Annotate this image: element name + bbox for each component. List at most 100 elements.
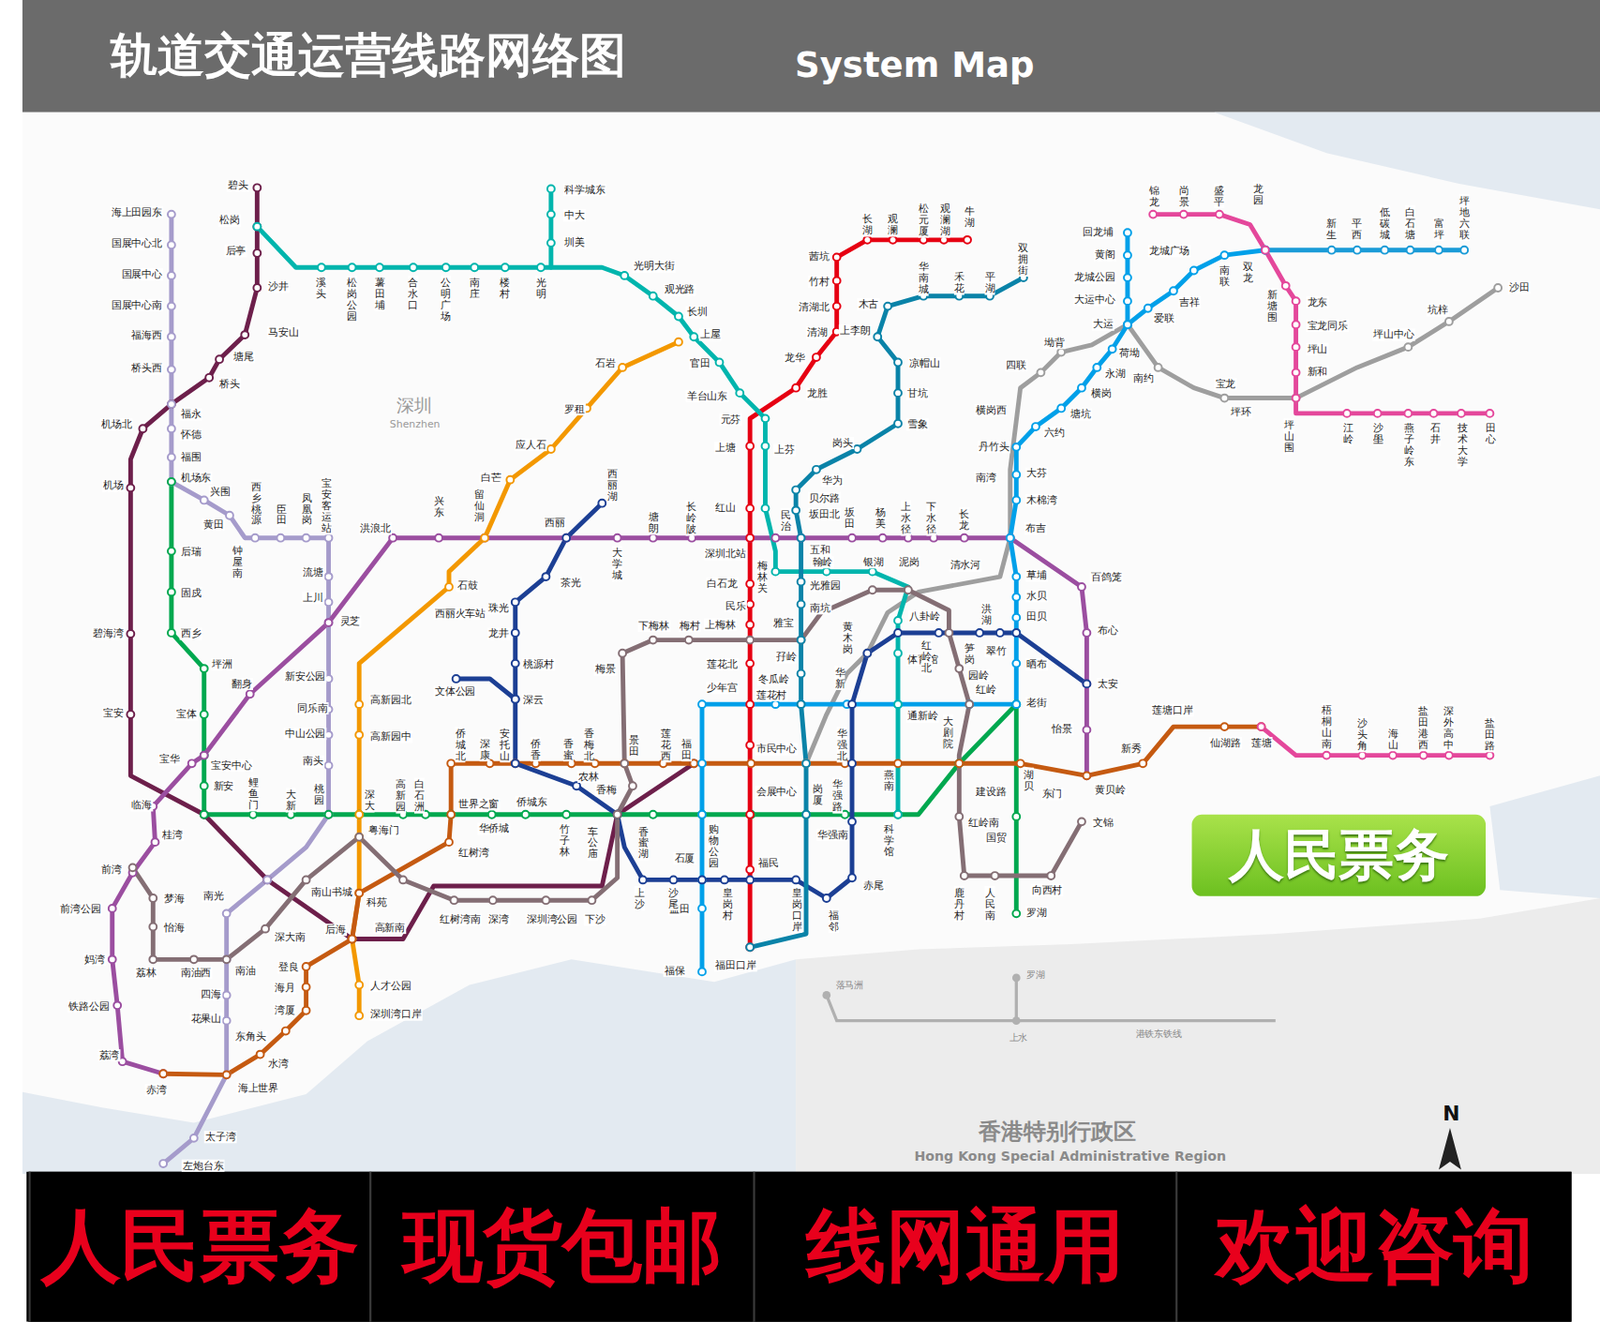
station-name: 莲花北 xyxy=(705,657,739,671)
station-dot xyxy=(1012,613,1020,622)
station-name: 深圳湾公园 xyxy=(525,912,580,926)
station-name: 南光 xyxy=(202,889,225,902)
station-dot xyxy=(240,330,249,339)
station-dot xyxy=(1486,409,1495,418)
station-name: 红树湾 xyxy=(457,847,491,860)
station-dot xyxy=(863,236,871,244)
station-dot xyxy=(1190,267,1198,275)
station-name: 深湾 xyxy=(487,912,510,926)
station-dot xyxy=(792,506,800,514)
station-dot xyxy=(1343,409,1351,418)
station-dot xyxy=(126,710,135,718)
station-dot xyxy=(537,263,545,271)
station-name: 仙湖路 xyxy=(1209,736,1242,749)
station-dot xyxy=(1123,297,1132,305)
station-name: 花果山 xyxy=(189,1012,223,1025)
station-dot xyxy=(1077,384,1086,392)
station-name: 福永 xyxy=(179,407,203,420)
station-dot xyxy=(960,871,969,880)
station-name: 洪浪北 xyxy=(358,522,392,535)
station-dot xyxy=(149,894,157,902)
station-dot xyxy=(480,534,489,542)
station-name: 海月 xyxy=(273,981,297,994)
station-name: 大运中心 xyxy=(1073,294,1117,307)
station-dot xyxy=(762,442,770,450)
station-dot xyxy=(1123,273,1132,282)
station-dot xyxy=(452,674,461,683)
station-name: 坪地六联 xyxy=(1459,194,1470,241)
station-name: 冬瓜岭 xyxy=(757,673,791,687)
station-name: 红岭 xyxy=(974,683,998,696)
station-dot xyxy=(506,476,514,484)
station-name: 观光路 xyxy=(663,284,697,297)
station-dot xyxy=(409,263,418,271)
station-dot xyxy=(833,302,841,311)
station-dot xyxy=(1012,700,1020,708)
station-name: 塘朗 xyxy=(648,509,659,535)
station-name: 布吉 xyxy=(1024,522,1047,535)
station-dot xyxy=(1261,246,1270,255)
station-dot xyxy=(200,664,209,673)
station-dot xyxy=(547,445,555,453)
station-dot xyxy=(965,700,973,708)
station-dot xyxy=(620,271,629,280)
station-name: 新安公园 xyxy=(284,670,328,683)
station-dot xyxy=(1292,394,1301,403)
station-dot xyxy=(108,904,117,913)
station-name: 莲花村 xyxy=(755,688,789,702)
station-name: 白石塘 xyxy=(1405,205,1416,241)
station-dot xyxy=(822,894,831,902)
station-name: 坪山围 xyxy=(1284,418,1295,454)
station-name: 塘尾 xyxy=(232,350,255,363)
station-dot xyxy=(1082,628,1091,637)
station-name: 清湖北 xyxy=(797,300,831,314)
station-dot xyxy=(547,184,555,193)
station-dot xyxy=(1082,771,1091,779)
station-dot xyxy=(797,670,806,678)
station-dot xyxy=(375,263,384,271)
station-name: 向西村 xyxy=(1031,883,1064,897)
station-name: 四联 xyxy=(1004,358,1028,372)
station-dot xyxy=(1257,722,1266,731)
station-dot xyxy=(812,465,821,474)
station-name: 钟屋南 xyxy=(232,543,243,580)
station-dot xyxy=(965,700,973,708)
station-dot xyxy=(1445,317,1453,326)
station-dot xyxy=(276,534,285,542)
station-name: 同乐南 xyxy=(296,702,329,715)
station-name: 南坑 xyxy=(808,601,832,614)
station-name: 农林 xyxy=(577,770,600,783)
mtr-station xyxy=(822,990,831,1000)
metro-line xyxy=(133,589,1082,959)
station-dot xyxy=(746,942,754,951)
station-dot xyxy=(348,935,357,943)
station-name: 回龙埔 xyxy=(1081,226,1115,240)
metro-line xyxy=(1261,726,1491,755)
map-label: 上水 xyxy=(1008,1032,1030,1044)
station-name: 民治 xyxy=(780,508,792,533)
station-name: 华南城 xyxy=(918,260,929,297)
station-dot xyxy=(511,695,520,703)
station-dot xyxy=(746,942,754,951)
station-dot xyxy=(879,534,887,542)
station-dot xyxy=(674,338,683,346)
station-name: 宝体 xyxy=(175,708,198,721)
station-name: 龙城公园 xyxy=(1073,271,1117,285)
station-dot xyxy=(1169,286,1178,295)
station-name: 皇岗村 xyxy=(722,885,733,922)
station-name: 莲塘口岸 xyxy=(1151,703,1195,717)
station-name: 羊台山东 xyxy=(686,389,730,403)
station-name: 龙华 xyxy=(783,352,807,365)
station-name: 清湖 xyxy=(806,326,829,339)
station-dot xyxy=(1012,700,1020,708)
station-dot xyxy=(1077,583,1086,591)
station-name: 深云 xyxy=(522,693,545,706)
station-name: 石厦 xyxy=(673,852,697,865)
metro-line xyxy=(171,481,1017,913)
station-name: 大芬 xyxy=(1025,467,1048,480)
station-name: 雅宝 xyxy=(772,617,795,630)
station-name: 石鼓 xyxy=(456,579,479,592)
station-dot xyxy=(1404,343,1412,351)
station-name: 市民中心 xyxy=(755,743,799,756)
